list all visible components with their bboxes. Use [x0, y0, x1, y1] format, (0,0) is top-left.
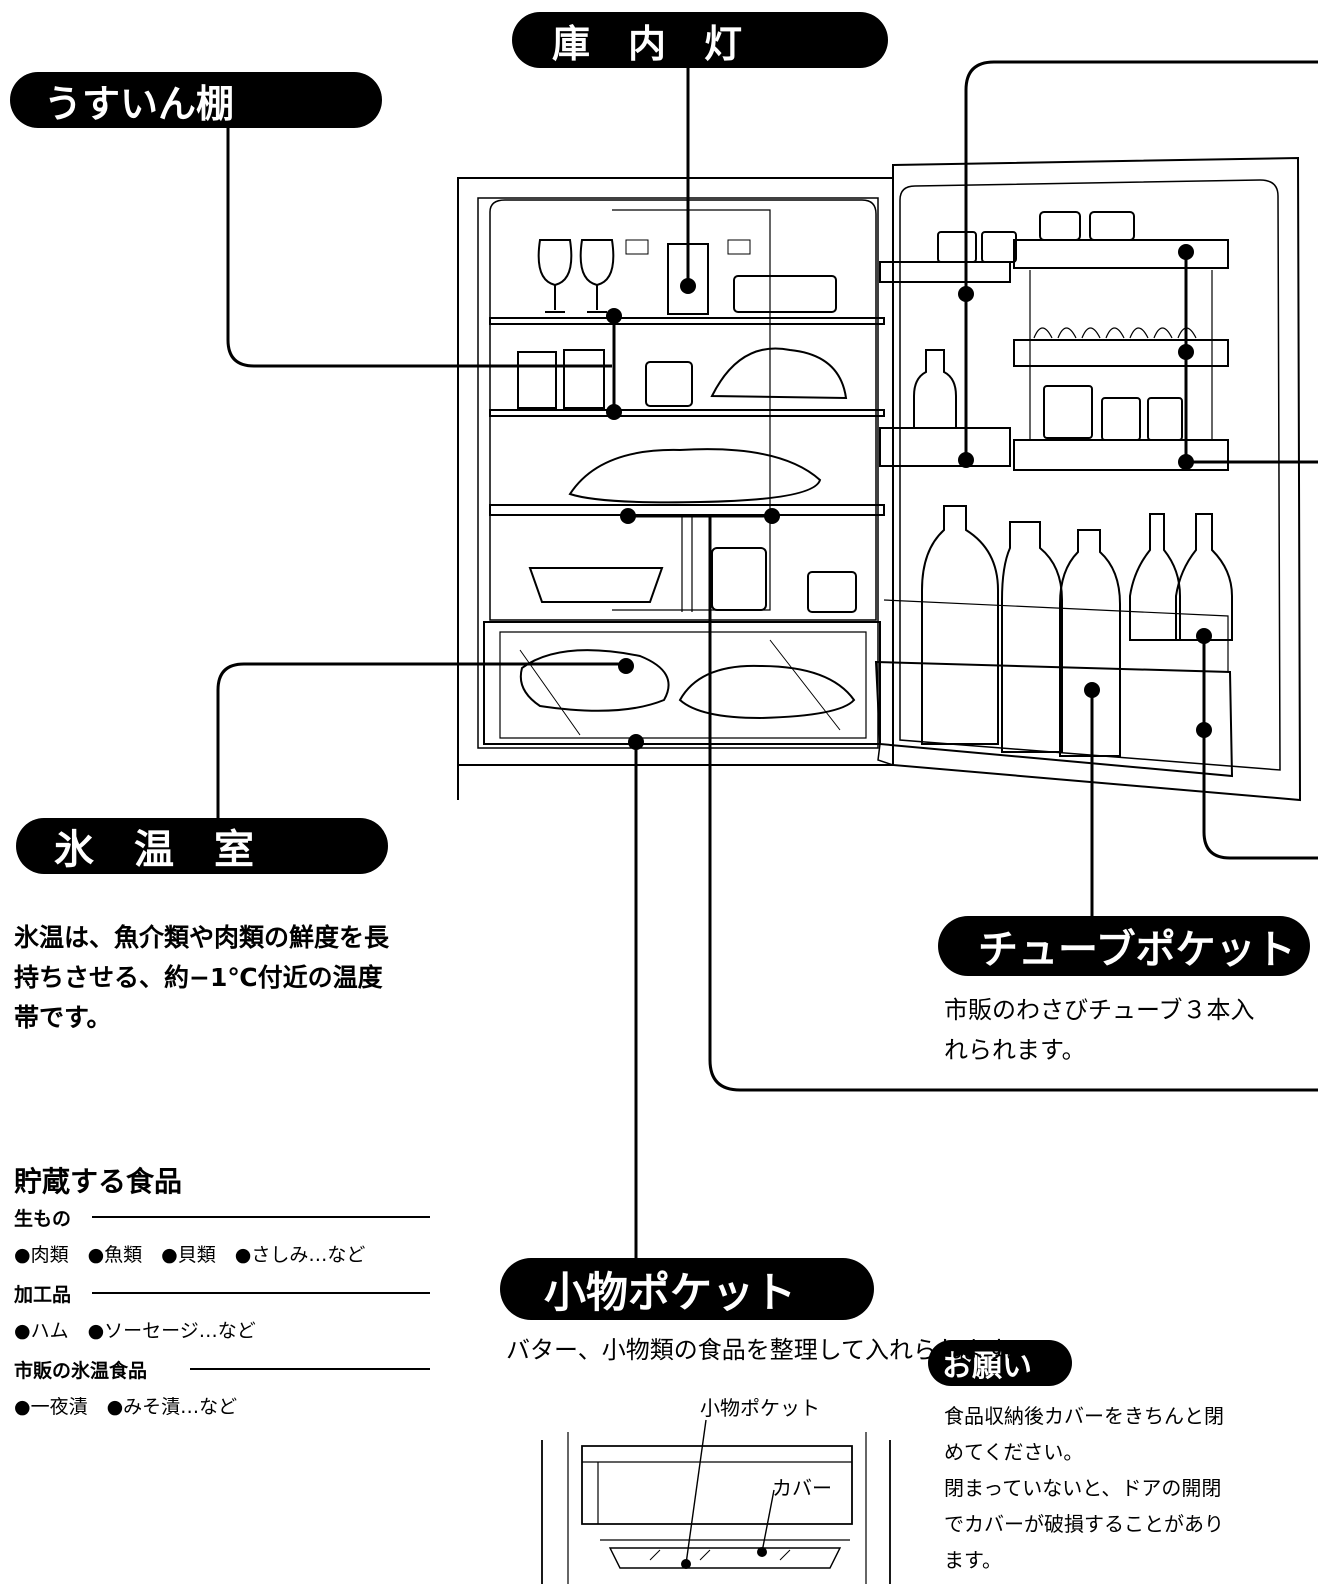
- label-usuin-shelf-text: うすいん棚: [44, 81, 235, 126]
- notice-line4: でカバーが破損することがあり: [944, 1512, 1224, 1536]
- storage-rule-2: [92, 1292, 430, 1294]
- hyoon-description-line2: 持ちさせる、約−1℃付近の温度: [14, 963, 383, 992]
- tube-description-line2: れられます。: [944, 1036, 1086, 1064]
- label-tube-pocket-text: チューブポケット: [978, 927, 1296, 973]
- tube-description-line1: 市販のわさびチューブ３本入: [944, 996, 1255, 1024]
- notice-line5: ます。: [944, 1548, 1002, 1572]
- storage-category-hyoon-food: 市販の氷温食品: [14, 1360, 148, 1382]
- label-hyoon-room: 氷 温 室: [16, 818, 388, 874]
- label-komono-pocket-text: 小物ポケット: [544, 1267, 797, 1317]
- storage-items-kakouhin: ●ハム ●ソーセージ…など: [14, 1320, 256, 1342]
- label-interior-light: 庫 内 灯: [512, 12, 888, 68]
- storage-rule-1: [92, 1216, 430, 1218]
- storage-category-namamono: 生もの: [14, 1208, 72, 1230]
- inset-label-pocket: 小物ポケット: [700, 1396, 820, 1420]
- notice-line3: 閉まっていないと、ドアの開閉: [944, 1476, 1222, 1500]
- storage-heading: 貯蔵する食品: [14, 1165, 183, 1198]
- label-onegai-text: お願い: [942, 1349, 1032, 1384]
- storage-category-kakouhin: 加工品: [14, 1284, 72, 1306]
- notice-line2: めてください。: [944, 1440, 1084, 1464]
- storage-items-namamono: ●肉類 ●魚類 ●貝類 ●さしみ…など: [14, 1244, 366, 1266]
- label-tube-pocket: チューブポケット: [938, 916, 1310, 976]
- label-interior-light-text: 庫 内 灯: [552, 21, 743, 66]
- storage-items-hyoon-food: ●一夜漬 ●みそ漬…など: [14, 1396, 238, 1418]
- hyoon-description-line3: 帯です。: [14, 1003, 112, 1032]
- storage-rule-3: [190, 1368, 430, 1370]
- label-komono-pocket: 小物ポケット: [500, 1258, 874, 1320]
- label-hyoon-room-text: 氷 温 室: [54, 827, 254, 873]
- hyoon-description-line1: 氷温は、魚介類や肉類の鮮度を長: [14, 923, 390, 952]
- inset-label-cover: カバー: [772, 1476, 832, 1500]
- komono-description: バター、小物類の食品を整理して入れられます。: [506, 1336, 1031, 1364]
- label-onegai: お願い: [928, 1340, 1072, 1386]
- label-usuin-shelf: うすいん棚: [10, 72, 382, 128]
- notice-line1: 食品収納後カバーをきちんと閉: [944, 1404, 1224, 1428]
